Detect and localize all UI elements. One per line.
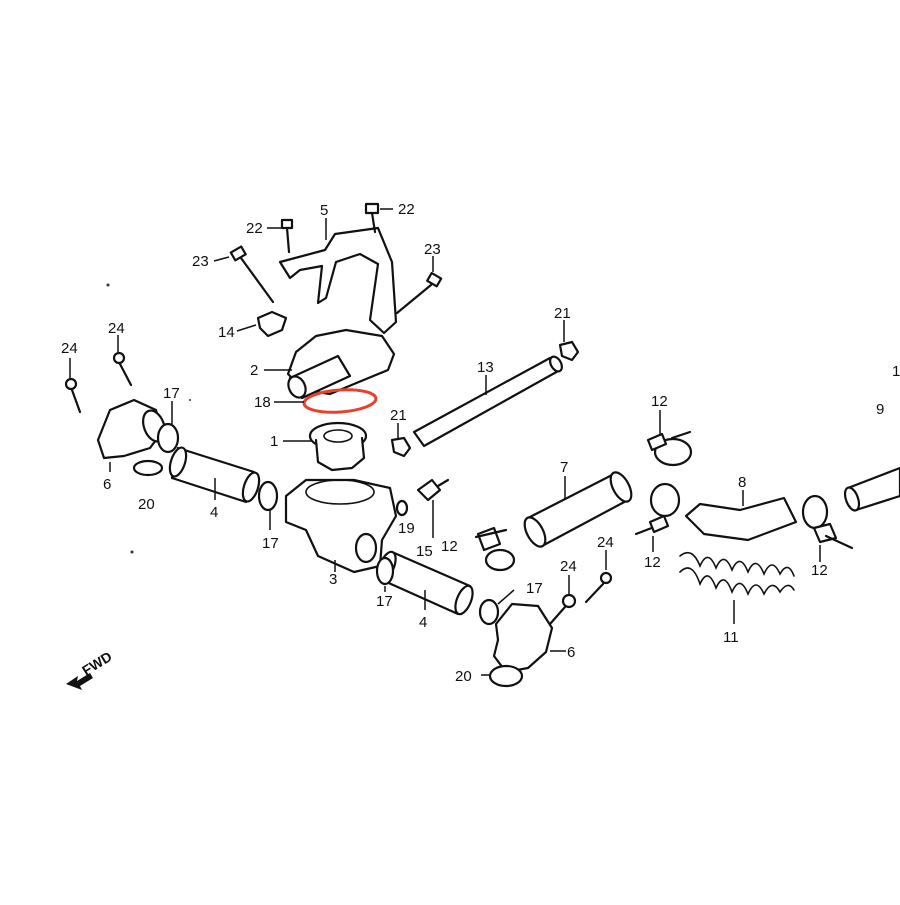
- water-pipe-part-4-left: [168, 446, 261, 504]
- o-ring-17-c: [375, 556, 395, 586]
- bracket-part-5: [278, 226, 398, 335]
- bolt-24-d: [584, 571, 613, 604]
- thermostat-cover-part-2: [286, 328, 396, 400]
- speck: [130, 550, 134, 554]
- callout-edge-1: 1: [892, 363, 900, 380]
- o-ring-17-a: [156, 422, 180, 454]
- callout-15: 15: [416, 543, 433, 560]
- o-ring-part-18-highlighted: [302, 388, 378, 414]
- bolt-23-left: [229, 245, 275, 304]
- callout-18: 18: [254, 394, 271, 411]
- callout-6-left: 6: [103, 476, 111, 493]
- bolt-22-right: [364, 202, 380, 234]
- water-housing-part-3: [284, 478, 398, 574]
- hose-part-8: [684, 496, 798, 542]
- callout-24-c: 24: [560, 558, 577, 575]
- speck: [189, 399, 191, 401]
- bolt-24-b: [112, 351, 133, 387]
- hose-clamp-12-center: [634, 482, 681, 536]
- callout-23-left: 23: [192, 253, 209, 270]
- o-ring-17-d: [478, 598, 500, 626]
- callout-24-a: 24: [61, 340, 78, 357]
- washer-part-19: [395, 499, 409, 517]
- bolt-24-a: [64, 377, 82, 414]
- callout-1: 1: [270, 433, 278, 450]
- callout-17-c: 17: [376, 593, 393, 610]
- callout-13: 13: [477, 359, 494, 376]
- o-ring-20-left: [132, 459, 164, 477]
- callout-8: 8: [738, 474, 746, 491]
- sensor-part-15: [416, 478, 450, 502]
- callout-edge-9: 9: [876, 401, 884, 418]
- callout-3: 3: [329, 571, 337, 588]
- hose-part-7: [523, 471, 633, 548]
- callout-14: 14: [218, 324, 235, 341]
- water-pipe-part-13: [412, 355, 563, 448]
- hose-clamp-12-right: [801, 494, 854, 550]
- callout-21-mid: 21: [390, 407, 407, 424]
- clip-part-14: [256, 310, 288, 338]
- bolt-23-right: [395, 271, 443, 315]
- callout-21-top: 21: [554, 305, 571, 322]
- bolt-24-c: [548, 593, 577, 626]
- leader-lines: [69, 208, 821, 676]
- callout-17-b: 17: [262, 535, 279, 552]
- elbow-part-6-right: [488, 602, 554, 688]
- callout-19: 19: [398, 520, 415, 537]
- callout-2: 2: [250, 362, 258, 379]
- fwd-label: FWD: [79, 648, 115, 678]
- callout-24-b: 24: [108, 320, 125, 337]
- callout-23-right: 23: [424, 241, 441, 258]
- hose-clamp-12-left: [474, 526, 516, 572]
- callout-17-d: 17: [526, 580, 543, 597]
- speck: [106, 283, 110, 287]
- elbow-part-6-left: [96, 398, 166, 460]
- callout-6-right: 6: [567, 644, 575, 661]
- callout-11: 11: [723, 629, 739, 646]
- callout-7: 7: [560, 459, 568, 476]
- spring-part-11: [679, 551, 795, 597]
- o-ring-17-b: [257, 480, 279, 512]
- callout-12-d: 12: [811, 562, 828, 579]
- callout-5: 5: [320, 202, 328, 219]
- callout-17-a: 17: [163, 385, 180, 402]
- callout-4-left: 4: [210, 504, 218, 521]
- forward-direction-arrow: FWD: [66, 648, 115, 690]
- callout-20-right: 20: [455, 668, 472, 685]
- radiator-hose-edge: [843, 466, 900, 512]
- callout-22-left: 22: [246, 220, 263, 237]
- callout-4-right: 4: [419, 614, 427, 631]
- bolt-22-left: [280, 218, 294, 254]
- clip-21-mid: [390, 436, 412, 458]
- callout-12-b: 12: [441, 538, 458, 555]
- o-ring-20-right: [488, 664, 524, 688]
- hose-clamp-12-top: [646, 430, 693, 467]
- callout-24-d: 24: [597, 534, 614, 551]
- callout-12-top: 12: [651, 393, 668, 410]
- clip-21-top: [558, 340, 580, 362]
- callout-20-left: 20: [138, 496, 155, 513]
- thermostat-part-1: [308, 421, 368, 472]
- callout-12-c: 12: [644, 554, 661, 571]
- callout-22-right: 22: [398, 201, 415, 218]
